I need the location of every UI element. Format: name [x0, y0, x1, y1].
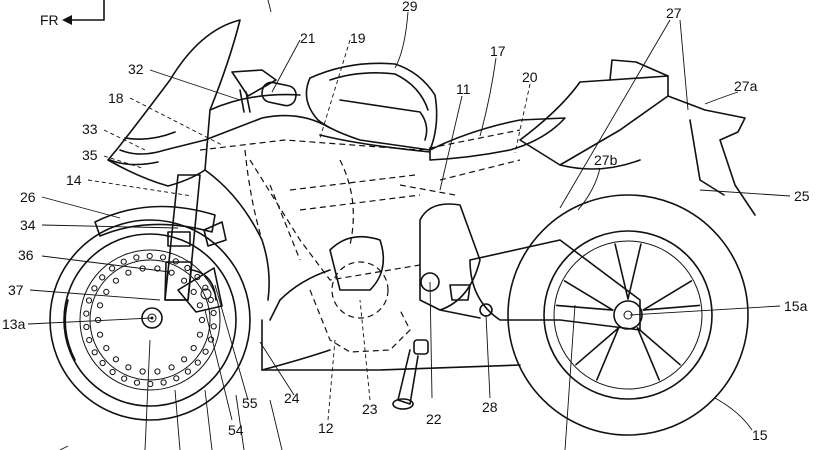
rotor-hole — [181, 277, 188, 284]
rotor-hole — [168, 269, 175, 276]
rotor-hole — [198, 316, 206, 324]
direction-arrow: FR — [40, 0, 105, 28]
rotor-hole — [184, 264, 191, 272]
label-12: 12 — [318, 420, 334, 436]
label-29: 29 — [402, 0, 418, 14]
label-55: 55 — [242, 395, 258, 411]
rotor-hole — [103, 288, 110, 295]
label-15a: 15a — [784, 298, 808, 314]
fuel-tank — [305, 62, 438, 153]
footpeg — [439, 284, 493, 319]
rotor-hole — [139, 368, 146, 375]
rotor-hole — [112, 356, 120, 363]
rotor-hole — [210, 309, 217, 317]
label-33: 33 — [82, 121, 98, 137]
swingarm — [469, 239, 641, 331]
rotor-hole — [125, 269, 132, 276]
rotor-hole — [190, 288, 197, 295]
rotor-hole — [190, 345, 197, 352]
label-34: 34 — [20, 217, 36, 233]
rotor-hole — [97, 302, 104, 309]
rotor-hole — [94, 316, 102, 324]
front-fender — [94, 205, 216, 237]
label-32: 32 — [128, 61, 144, 77]
rotor-hole — [109, 368, 116, 376]
rotor-hole — [160, 379, 167, 386]
label-15: 15 — [752, 427, 768, 443]
rotor-hole — [103, 345, 110, 352]
rotor-hole — [86, 337, 93, 344]
rotor-hole — [83, 323, 90, 331]
label-23: 23 — [362, 401, 378, 417]
label-25: 25 — [794, 188, 810, 204]
rotor-hole — [210, 323, 217, 330]
frame-dashed — [199, 129, 521, 281]
rotor-hole — [173, 375, 180, 382]
engine — [261, 203, 521, 371]
seat — [429, 117, 566, 161]
label-35: 35 — [82, 147, 98, 163]
leader-lines — [27, 11, 791, 450]
label-27a: 27a — [734, 78, 758, 94]
label-14: 14 — [66, 172, 82, 188]
rotor-hole — [154, 368, 161, 375]
rotor-hole — [184, 368, 191, 375]
rotor-hole — [154, 265, 161, 272]
label-27b: 27b — [594, 152, 618, 168]
rotor-hole — [194, 359, 201, 366]
rotor-hole — [91, 285, 98, 292]
rotor-hole — [112, 277, 120, 284]
rotor-hole — [181, 356, 188, 363]
handlebar — [231, 69, 297, 113]
rotor-hole — [85, 297, 93, 304]
rotor-hole — [196, 331, 203, 338]
label-21: 21 — [300, 30, 316, 46]
rear-wheel-spoke — [575, 327, 620, 381]
label-17: 17 — [490, 43, 506, 59]
rear-wheel — [507, 194, 749, 436]
rotor-hole — [91, 349, 98, 356]
rotor-hole — [159, 254, 167, 261]
direction-label: FR — [40, 12, 59, 28]
reference-numerals: 13a 37 36 34 26 14 35 33 18 32 21 19 29 … — [2, 0, 810, 443]
rotor-hole — [97, 331, 104, 338]
label-28: 28 — [482, 399, 498, 415]
label-26: 26 — [20, 189, 36, 205]
rotor-hole — [207, 296, 214, 303]
rotor-hole — [121, 375, 128, 382]
label-18: 18 — [108, 90, 124, 106]
rear-wheel-spoke — [642, 280, 701, 311]
rotor-hole — [99, 359, 106, 367]
rotor-hole — [146, 252, 153, 260]
label-24: 24 — [284, 390, 300, 406]
front-wheel — [49, 219, 251, 421]
rear-wheel-spoke — [636, 327, 681, 381]
label-20: 20 — [522, 69, 538, 85]
label-37: 37 — [8, 282, 24, 298]
label-19: 19 — [350, 30, 366, 46]
rotor-hole — [125, 364, 132, 371]
label-11: 11 — [456, 81, 471, 97]
label-54: 54 — [228, 422, 244, 438]
rotor-hole — [202, 348, 209, 355]
label-13a: 13a — [2, 316, 26, 332]
label-36: 36 — [18, 247, 34, 263]
rotor-hole — [83, 310, 90, 317]
rotor-hole — [109, 265, 116, 272]
brake-rotor-holes — [83, 252, 217, 388]
side-stand — [392, 339, 429, 410]
label-27: 27 — [666, 5, 682, 21]
rear-wheel-spoke — [555, 280, 614, 311]
rotor-hole — [133, 254, 140, 261]
rotor-hole — [120, 258, 127, 265]
rotor-hole — [196, 302, 203, 309]
rotor-hole — [133, 379, 141, 386]
rotor-hole — [168, 364, 175, 371]
rotor-hole — [99, 274, 106, 281]
front-fork — [164, 174, 227, 313]
label-22: 22 — [426, 411, 442, 427]
